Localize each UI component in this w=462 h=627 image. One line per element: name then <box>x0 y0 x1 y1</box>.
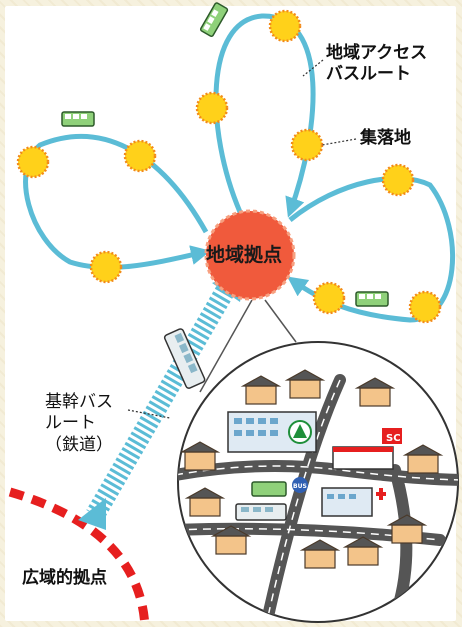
regional-hub-label: 地域拠点 <box>206 244 283 266</box>
bus-icon <box>251 481 287 497</box>
village-label-leader <box>321 138 357 146</box>
wide-hub-label: 広域的拠点 <box>22 568 107 588</box>
house-icon <box>210 525 252 555</box>
house-icon <box>402 444 444 474</box>
village-2 <box>195 91 229 125</box>
hospital-building <box>227 411 317 453</box>
zoom-connector-left <box>199 299 253 393</box>
access-loop-right <box>287 175 455 323</box>
trunk-label-leader <box>127 409 171 419</box>
trunk-bus-icon <box>163 328 206 389</box>
village-5 <box>123 139 157 173</box>
village-1 <box>268 9 302 43</box>
village-label: 集落地 <box>360 128 411 148</box>
house-icon <box>354 377 396 407</box>
village-9 <box>408 290 442 324</box>
house-icon <box>386 514 428 544</box>
bus-icon <box>199 2 229 38</box>
wide-hub-arc <box>8 487 150 627</box>
regional-hub <box>204 209 296 301</box>
house-icon <box>284 369 326 399</box>
shopping-center <box>332 428 402 470</box>
trunk-route-label: 基幹バス ルート （鉄道） <box>45 392 113 455</box>
access-route-label: 地域アクセス バスルート <box>326 43 428 85</box>
village-4 <box>16 145 50 179</box>
bus-stop-sign <box>292 477 308 493</box>
house-icon <box>184 487 226 517</box>
road <box>178 460 458 486</box>
house-icon <box>299 539 341 569</box>
trunk-route-line <box>86 280 237 521</box>
bus-icon <box>355 291 389 307</box>
house-icon <box>240 375 282 405</box>
clinic-building <box>321 487 386 517</box>
bus-stop-text: BUS <box>293 483 307 490</box>
bus-icon <box>61 111 95 127</box>
village-6 <box>89 250 123 284</box>
access-loop-left <box>23 134 211 270</box>
access-label-leader <box>302 59 324 77</box>
village-3 <box>290 128 324 162</box>
village-7 <box>381 163 415 197</box>
bus-icon <box>235 503 287 521</box>
trunk-arrow-bottom <box>78 498 106 530</box>
village-8 <box>312 281 346 315</box>
house-icon <box>179 441 221 471</box>
access-loop-top <box>213 13 316 218</box>
zoom-connector-right <box>264 299 297 343</box>
sc-sign-text: SC <box>386 433 401 444</box>
house-icon <box>342 536 384 566</box>
